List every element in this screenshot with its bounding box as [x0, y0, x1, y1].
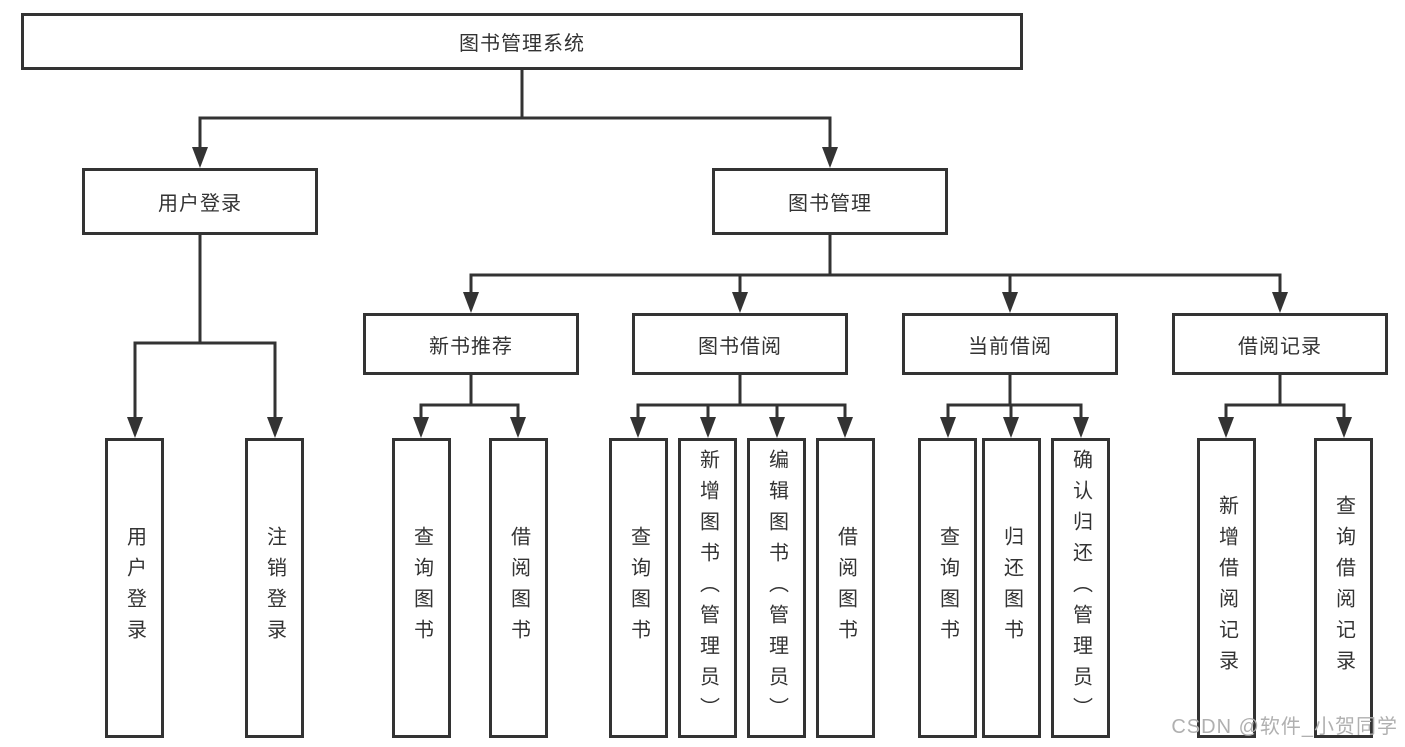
node-label: 图书借阅 — [698, 335, 782, 358]
arrowhead — [837, 417, 853, 438]
leaf-label: 用户登录 — [123, 526, 146, 650]
arrowhead — [732, 292, 748, 313]
leaf-add-books-admin: 新增图书（管理员） — [678, 438, 737, 738]
leaf-user-login: 用户登录 — [105, 438, 164, 738]
arrowhead — [630, 417, 646, 438]
arrowhead — [463, 292, 479, 313]
connector-root-to-level2 — [198, 69, 832, 150]
arrowhead — [700, 417, 716, 438]
leaf-label: 注销登录 — [263, 526, 286, 650]
arrowhead — [1002, 292, 1018, 313]
connector-userlogin-to-leaves — [133, 235, 277, 420]
arrowhead — [413, 417, 429, 438]
connector-bookmgmt-to-level3 — [469, 235, 1282, 296]
leaf-query-books-current: 查询图书 — [918, 438, 977, 738]
arrowhead — [1218, 417, 1234, 438]
node-user-login: 用户登录 — [82, 168, 318, 235]
leaf-borrow-books: 借阅图书 — [816, 438, 875, 738]
node-book-management: 图书管理 — [712, 168, 948, 235]
node-book-borrowing: 图书借阅 — [632, 313, 848, 375]
leaf-return-books: 归还图书 — [982, 438, 1041, 738]
connector-borrowing-to-leaves — [636, 375, 847, 420]
leaf-query-books-borrowing: 查询图书 — [609, 438, 668, 738]
connector-current-to-leaves — [946, 375, 1083, 420]
arrowhead — [510, 417, 526, 438]
arrowhead — [1073, 417, 1089, 438]
node-label: 用户登录 — [158, 193, 242, 215]
node-root: 图书管理系统 — [21, 13, 1023, 70]
leaf-borrow-books-recommend: 借阅图书 — [489, 438, 548, 738]
node-new-book-recommend: 新书推荐 — [363, 313, 579, 375]
leaf-label: 归还图书 — [1000, 526, 1023, 650]
leaf-query-borrow-record: 查询借阅记录 — [1314, 438, 1373, 738]
leaf-logout: 注销登录 — [245, 438, 304, 738]
arrowhead — [267, 417, 283, 438]
leaf-label: 查询图书 — [410, 526, 433, 650]
node-label: 借阅记录 — [1238, 335, 1322, 358]
node-borrowing-records: 借阅记录 — [1172, 313, 1388, 375]
leaf-label: 确认归还（管理员） — [1069, 448, 1092, 728]
csdn-watermark: CSDN @软件_小贺同学 — [1171, 716, 1398, 738]
node-label: 新书推荐 — [429, 335, 513, 358]
connector-records-to-leaves — [1224, 375, 1346, 420]
arrowhead — [822, 147, 838, 168]
leaf-label: 借阅图书 — [834, 526, 857, 650]
arrowhead — [769, 417, 785, 438]
leaf-label: 查询图书 — [936, 526, 959, 650]
leaf-label: 借阅图书 — [507, 526, 530, 650]
arrowhead — [1272, 292, 1288, 313]
arrowhead — [127, 417, 143, 438]
leaf-edit-books-admin: 编辑图书（管理员） — [747, 438, 806, 738]
leaf-label: 新增借阅记录 — [1215, 495, 1238, 681]
node-label: 当前借阅 — [968, 335, 1052, 358]
leaf-add-borrow-record: 新增借阅记录 — [1197, 438, 1256, 738]
leaf-label: 编辑图书（管理员） — [765, 448, 788, 728]
leaf-label: 新增图书（管理员） — [696, 448, 719, 728]
node-current-borrowing: 当前借阅 — [902, 313, 1118, 375]
node-label: 图书管理 — [788, 193, 872, 215]
arrowhead — [1336, 417, 1352, 438]
arrowhead — [940, 417, 956, 438]
arrowhead — [1003, 417, 1019, 438]
arrowhead — [192, 147, 208, 168]
node-root-label: 图书管理系统 — [459, 33, 585, 55]
connector-recommend-to-leaves — [419, 375, 520, 420]
leaf-label: 查询借阅记录 — [1332, 495, 1355, 681]
leaf-label: 查询图书 — [627, 526, 650, 650]
leaf-confirm-return-admin: 确认归还（管理员） — [1051, 438, 1110, 738]
leaf-query-books-recommend: 查询图书 — [392, 438, 451, 738]
